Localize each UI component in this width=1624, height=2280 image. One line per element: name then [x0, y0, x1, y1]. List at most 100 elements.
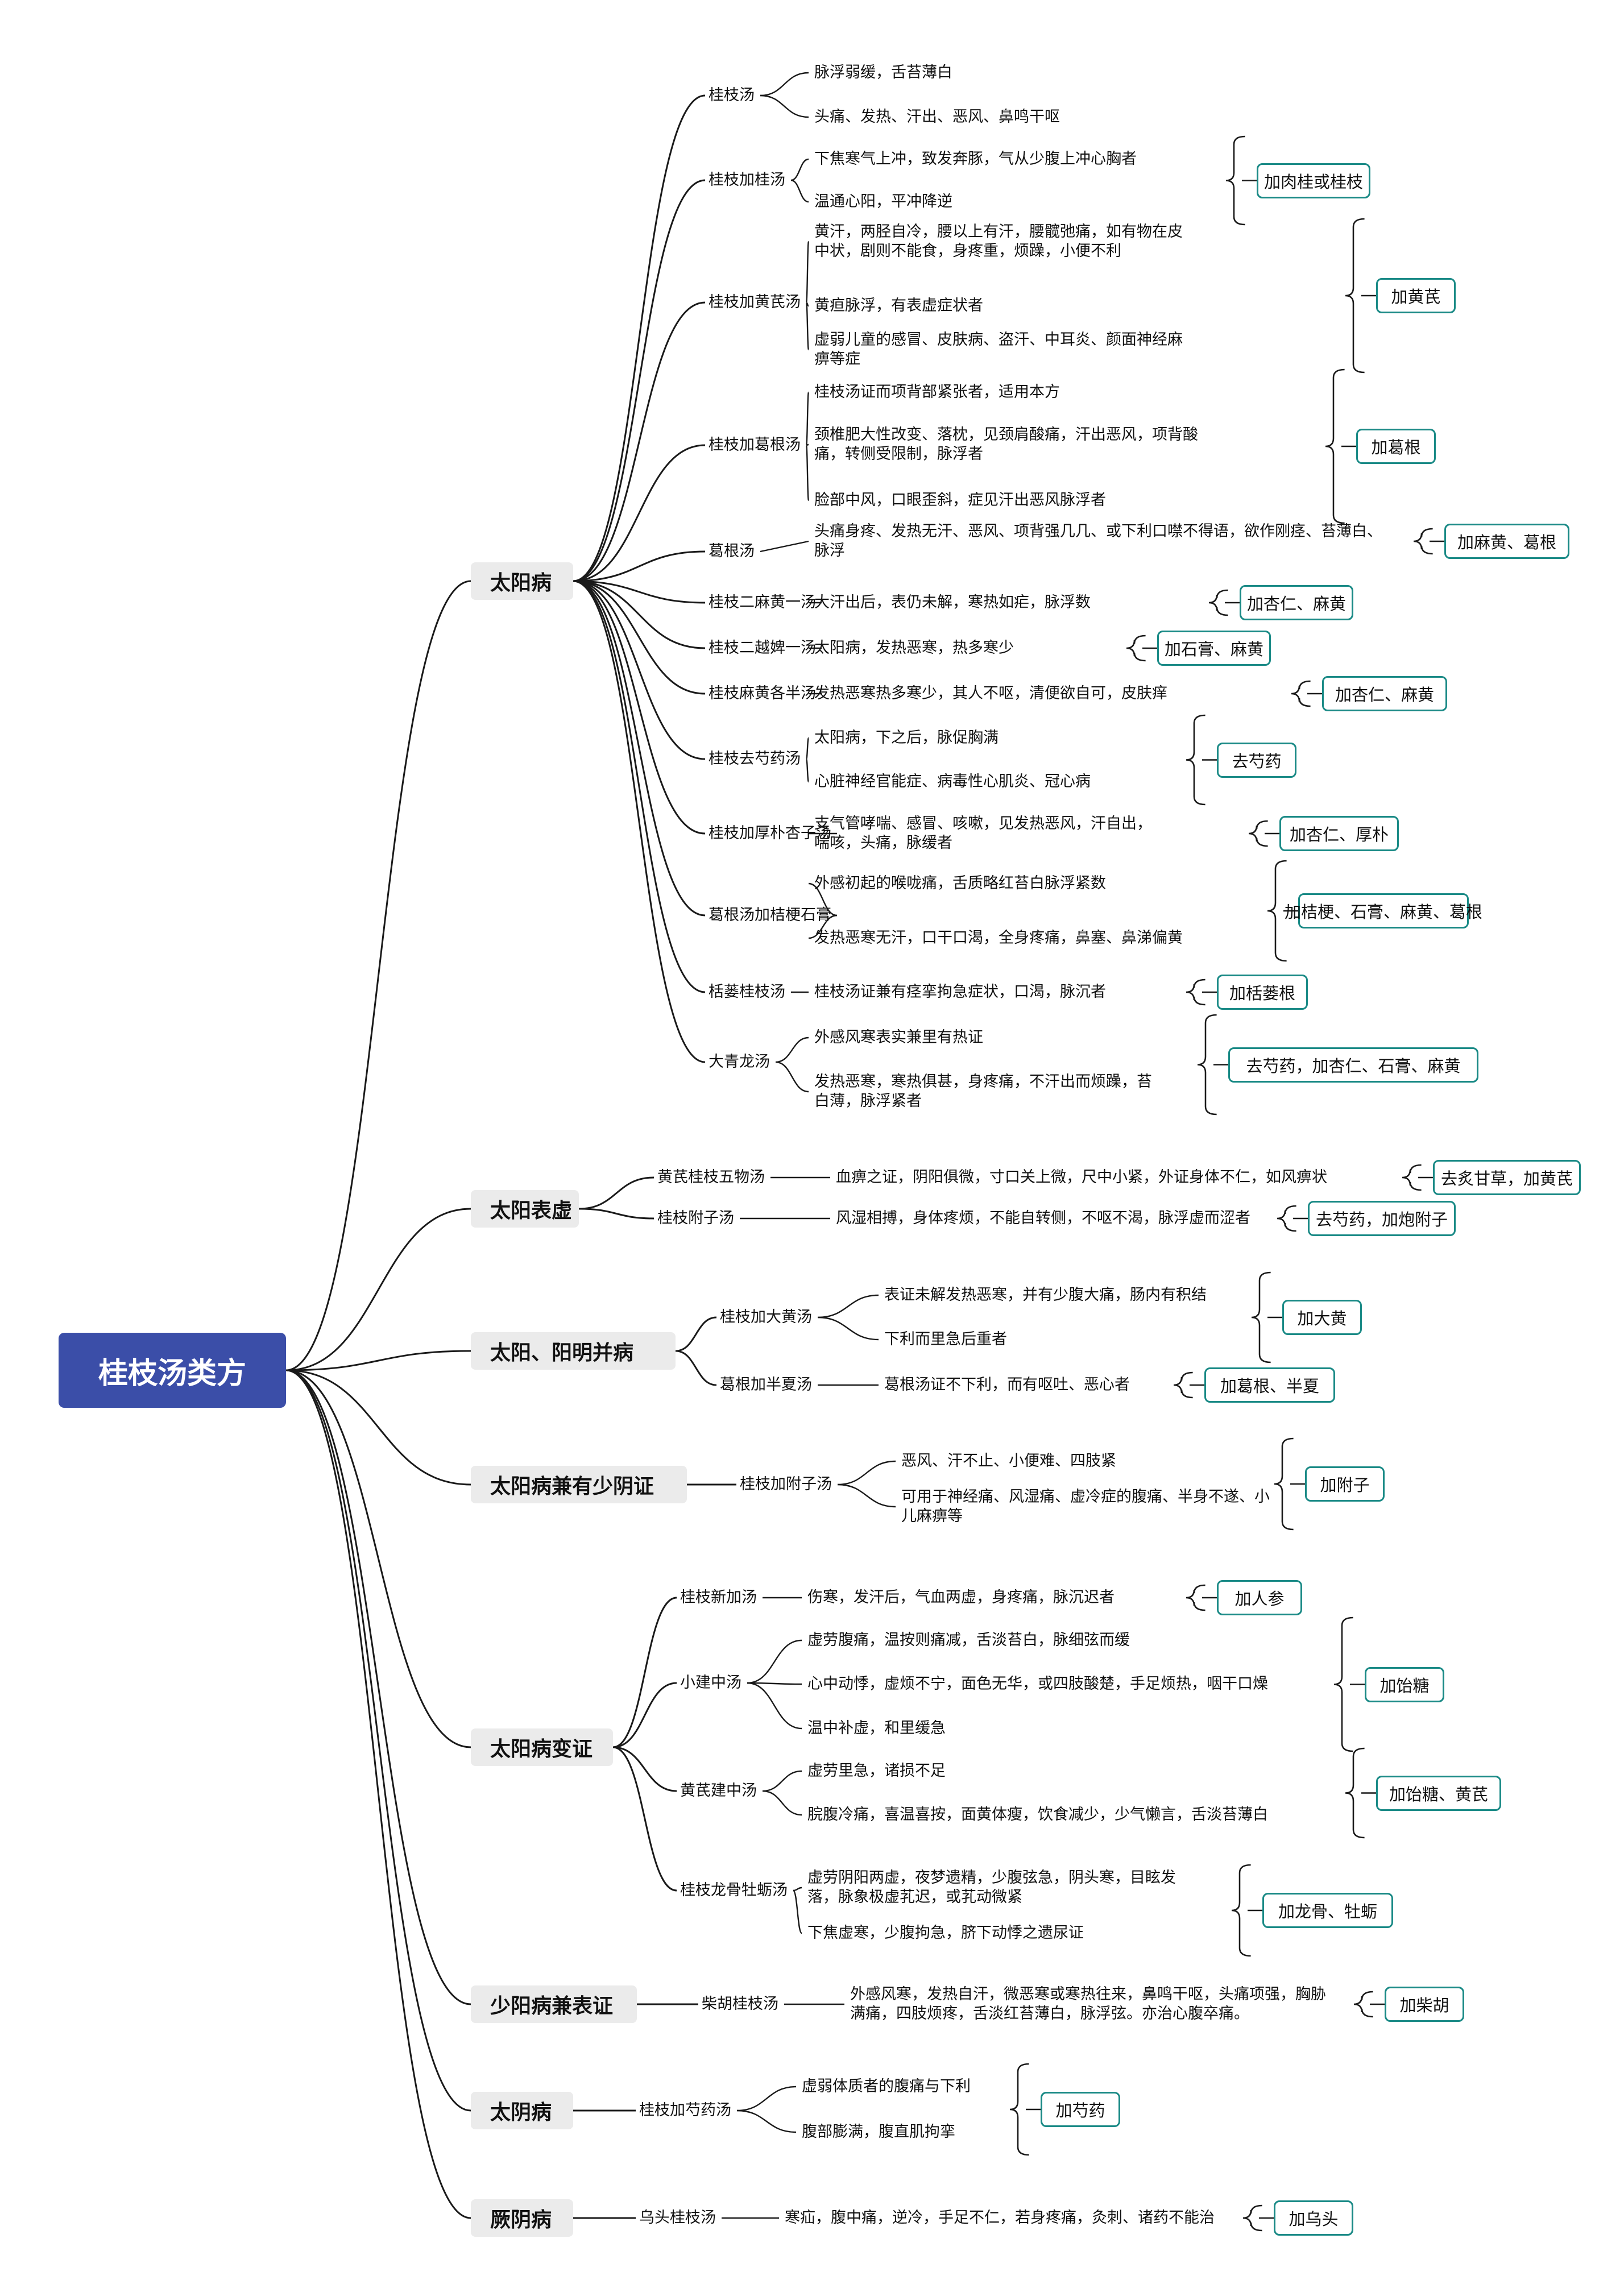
connector	[573, 580, 706, 1063]
indication-text: 黄汗，两胫自冷，腰以上有汗，腰髋弛痛，如有物在皮中状，剧则不能食，身疼重，烦躁，…	[814, 223, 1183, 260]
indication-text: 太阳病，下之后，脉促胸满	[814, 729, 999, 747]
connector	[817, 1294, 879, 1319]
category-node: 太阳病变证	[471, 1728, 613, 1766]
indication-text: 颈椎肥大性改变、落枕，见颈肩酸痛，汗出恶风，项背酸痛，转侧受限制，脉浮者	[814, 426, 1198, 463]
connector	[675, 1350, 717, 1386]
modification-note: 去芍药	[1217, 742, 1296, 778]
connector	[805, 301, 810, 351]
modification-note: 加葛根、半夏	[1204, 1367, 1335, 1403]
indication-text: 太阳病，发热恶寒，热多寒少	[814, 639, 1014, 657]
indication-text: 支气管哮喘、感冒、咳嗽，见发热恶风，汗自出，喘咳，头痛，脉缓者	[814, 815, 1152, 852]
modification-note: 加附子	[1305, 1466, 1385, 1502]
modification-note: 去芍药，加炮附子	[1308, 1201, 1456, 1236]
connector	[285, 1369, 471, 2005]
formula-label: 桂枝二越婢一汤	[709, 639, 816, 657]
formula-label: 桂枝龙骨牡蛎汤	[680, 1881, 788, 1899]
indication-text: 可用于神经痛、风湿痛、虚冷症的腹痛、半身不遂、小儿麻痹等	[901, 1488, 1270, 1525]
connector	[1208, 589, 1228, 616]
formula-label: 栝蒌桂枝汤	[709, 983, 785, 1001]
connector	[1402, 1164, 1422, 1191]
connector	[1231, 1864, 1251, 1957]
connector	[1291, 680, 1311, 707]
category-node: 厥阴病	[471, 2199, 573, 2237]
formula-label: 桂枝加黄芪汤	[709, 293, 801, 311]
connector	[805, 444, 810, 501]
connector	[775, 1037, 809, 1063]
connector	[762, 1790, 802, 1816]
connector	[805, 241, 810, 304]
formula-label: 桂枝加葛根汤	[709, 436, 801, 454]
indication-text: 虚劳阴阳两虚，夜梦遗精，少腹弦急，阴头寒，目眩发落，脉象极虚芤迟，或芤动微紧	[807, 1869, 1176, 1906]
connector	[573, 580, 706, 649]
connector	[1345, 1747, 1365, 1839]
indication-text: 腹部膨满，腹直肌拘挛	[802, 2123, 955, 2141]
modification-note: 加乌头	[1274, 2200, 1353, 2236]
modification-note: 加饴糖、黄芪	[1376, 1775, 1501, 1811]
modification-note: 加肉桂或桂枝	[1257, 163, 1370, 198]
indication-text: 虚弱儿童的感冒、皮肤病、盗汗、中耳炎、颜面神经麻痹等症	[814, 331, 1183, 368]
formula-label: 桂枝加芍药汤	[639, 2101, 731, 2119]
connector	[612, 1746, 677, 1792]
formula-label: 葛根汤加桔梗石膏	[709, 906, 831, 924]
connector	[1413, 528, 1433, 555]
connector	[837, 1483, 896, 1508]
category-node: 太阳表虚	[471, 1190, 579, 1228]
formula-label: 乌头桂枝汤	[639, 2209, 716, 2227]
indication-text: 外感风寒表实兼里有热证	[814, 1029, 983, 1046]
formula-label: 桂枝新加汤	[680, 1589, 757, 1606]
connector	[790, 158, 809, 181]
indication-text: 发热恶寒无汗，口干口渴，全身疼痛，鼻塞、鼻涕偏黄	[814, 929, 1183, 947]
connector	[573, 580, 706, 993]
connector	[285, 1369, 471, 1486]
formula-label: 桂枝加附子汤	[740, 1475, 832, 1493]
formula-label: 桂枝加桂汤	[709, 171, 785, 189]
formula-label: 大青龙汤	[709, 1053, 770, 1071]
indication-text: 葛根汤证不下利，而有呕吐、恶心者	[884, 1376, 1130, 1394]
connector	[573, 580, 706, 917]
connector	[573, 301, 706, 582]
connector	[817, 1316, 879, 1341]
modification-note: 去炙甘草，加黄芪	[1433, 1160, 1581, 1195]
category-node: 太阳病兼有少阴证	[471, 1466, 687, 1503]
formula-label: 桂枝加大黄汤	[720, 1308, 812, 1326]
connector	[747, 1682, 802, 1685]
indication-text: 大汗出后，表仍未解，寒热如疟，脉浮数	[814, 594, 1091, 611]
modification-note: 加龙骨、牡蛎	[1262, 1893, 1393, 1928]
connector	[578, 1176, 654, 1210]
formula-label: 黄芪桂枝五物汤	[657, 1168, 765, 1186]
connector	[1267, 860, 1287, 962]
modification-note: 加黄芪	[1376, 278, 1456, 313]
connector	[573, 179, 706, 582]
modification-note: 加人参	[1217, 1580, 1302, 1615]
connector	[1353, 1991, 1373, 2018]
connector	[736, 2109, 797, 2133]
category-node: 太阳、阳明并病	[471, 1332, 676, 1370]
connector	[805, 391, 810, 446]
root-node: 桂枝汤类方	[59, 1333, 286, 1408]
connector	[747, 1639, 802, 1684]
modification-note: 加柴胡	[1385, 1987, 1464, 2022]
connector	[573, 580, 706, 835]
connector	[1197, 1014, 1217, 1116]
indication-text: 温通心阳，平冲降逆	[814, 193, 952, 210]
formula-label: 桂枝去芍药汤	[709, 750, 801, 768]
indication-text: 外感初起的喉咙痛，舌质略红苔白脉浮紧数	[814, 874, 1106, 892]
connector	[808, 882, 838, 917]
connector	[1345, 218, 1365, 374]
formula-label: 桂枝加厚朴杏子汤	[709, 824, 831, 842]
connector	[805, 737, 810, 760]
connector	[285, 1369, 471, 2112]
modification-note: 加杏仁、厚朴	[1279, 816, 1399, 851]
modification-note: 加芍药	[1041, 2092, 1120, 2127]
connector	[573, 580, 706, 760]
connector	[675, 1316, 717, 1352]
indication-text: 虚劳腹痛，温按则痛减，舌淡苔白，脉细弦而缓	[807, 1631, 1130, 1649]
connector	[1173, 1371, 1193, 1399]
formula-label: 葛根加半夏汤	[720, 1376, 812, 1394]
indication-text: 黄疸脉浮，有表虚症状者	[814, 297, 983, 314]
connector	[1225, 135, 1245, 226]
modification-note: 加饴糖	[1365, 1667, 1444, 1702]
formula-label: 小建中汤	[680, 1674, 741, 1692]
connector	[1277, 1205, 1296, 1232]
